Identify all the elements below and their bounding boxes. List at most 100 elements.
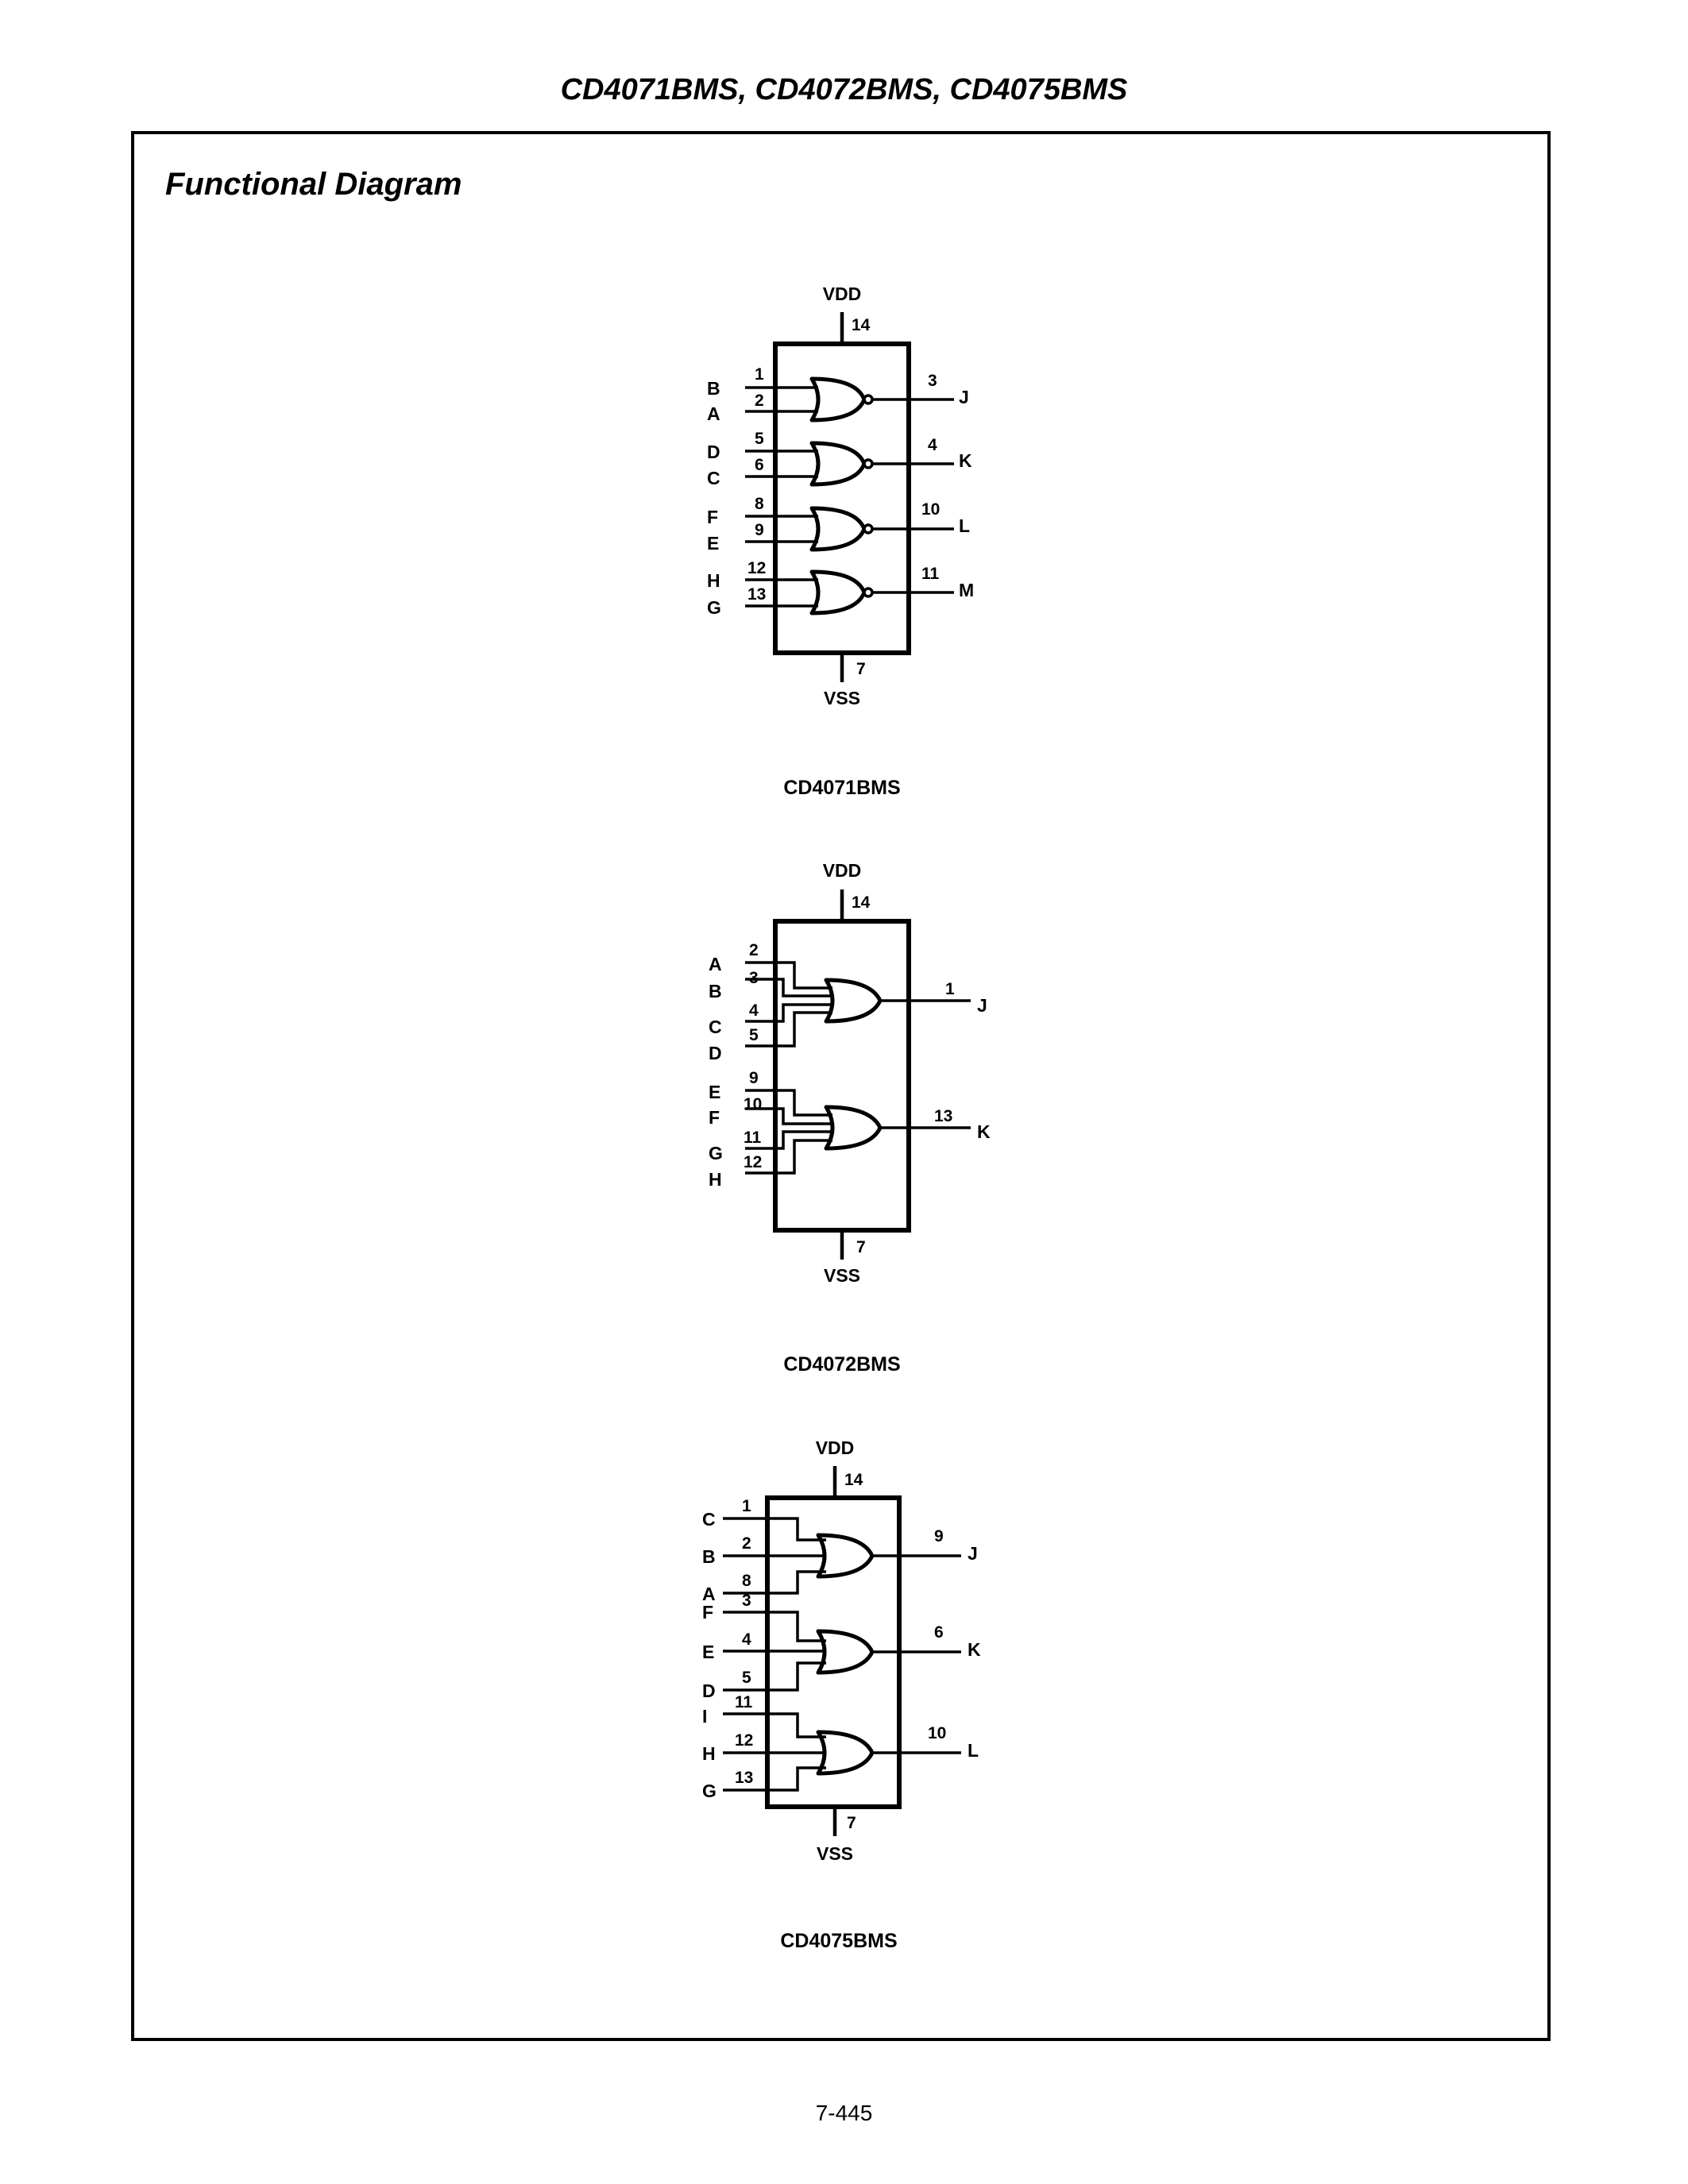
- vdd-pin-number: 14: [852, 316, 871, 334]
- output-signal-label: J: [959, 387, 969, 407]
- input-pin-number: 2: [742, 1534, 751, 1553]
- vdd-pin-number: 14: [844, 1471, 863, 1489]
- input-pin-number: 13: [747, 585, 766, 604]
- input-pin-number: 8: [755, 495, 764, 513]
- input-lead: [745, 1089, 832, 1117]
- output-pin-number: 3: [928, 372, 937, 390]
- input-lead: [723, 1517, 826, 1542]
- page-number: 7-445: [815, 2101, 873, 2125]
- output-signal-label: J: [968, 1543, 978, 1564]
- input-signal-label: E: [702, 1642, 714, 1662]
- input-pin-number: 5: [742, 1669, 751, 1687]
- input-pin-number: 2: [755, 392, 764, 410]
- nor-gate: F E 8 9 10 L: [707, 495, 970, 554]
- part-number-caption: CD4075BMS: [780, 1930, 897, 1952]
- input-signal-label: A: [702, 1584, 716, 1604]
- output-pin-number: 9: [934, 1527, 944, 1545]
- input-lead: [745, 1107, 832, 1125]
- input-signal-label: G: [707, 597, 721, 618]
- input-pin-number: 4: [742, 1630, 751, 1649]
- input-signal-label: B: [707, 378, 720, 399]
- input-pin-number: 12: [735, 1731, 753, 1750]
- input-pin-number: 6: [755, 456, 764, 474]
- input-signal-label: F: [707, 507, 718, 527]
- input-pin-number: 13: [735, 1769, 753, 1787]
- part-number-caption: CD4071BMS: [783, 777, 900, 799]
- nor-gate: H G 12 13 11 M: [707, 559, 974, 618]
- nor-gate: B A 1 2 3 J: [707, 365, 969, 424]
- input-signal-label: C: [707, 468, 720, 488]
- input-signal-label: F: [702, 1602, 713, 1623]
- output-pin-number: 11: [921, 565, 940, 583]
- nor-gate-symbol: [809, 441, 867, 487]
- or-gate: E F G H 9 10 11 12 13 K: [709, 1069, 991, 1190]
- or-gate: I H G 11 12 13 10 L: [702, 1693, 979, 1801]
- input-pin-number: 10: [744, 1095, 762, 1113]
- vdd-label: VDD: [823, 860, 862, 881]
- input-pin-number: 9: [749, 1069, 759, 1087]
- ic-package-body: [773, 341, 911, 655]
- input-signal-label: D: [702, 1680, 716, 1701]
- nor-gate: D C 5 6 4 K: [707, 430, 972, 488]
- vdd-label: VDD: [816, 1437, 855, 1458]
- input-signal-label: I: [702, 1706, 707, 1727]
- input-lead: [745, 1130, 832, 1150]
- output-pin-number: 4: [928, 436, 937, 454]
- output-pin-number: 10: [921, 500, 940, 519]
- nor-gate-symbol: [809, 376, 867, 423]
- input-lead: [745, 978, 832, 997]
- or-gate: C B A 1 2 8 9 J: [702, 1497, 978, 1604]
- output-pin-number: 10: [928, 1724, 946, 1742]
- input-signal-label: D: [707, 442, 720, 462]
- input-signal-label: E: [707, 533, 719, 554]
- ic-package-body: [773, 919, 911, 1233]
- vdd-label: VDD: [823, 284, 862, 304]
- output-signal-label: J: [977, 995, 987, 1016]
- input-pin-number: 3: [749, 969, 759, 987]
- or-gate-symbol: [816, 1533, 875, 1579]
- input-lead: [745, 1011, 832, 1048]
- inversion-bubble: [863, 458, 874, 469]
- input-pin-number: 2: [749, 941, 759, 959]
- input-signal-label: H: [707, 570, 720, 591]
- output-pin-number: 6: [934, 1623, 944, 1642]
- input-signal-label: A: [707, 403, 720, 424]
- ic-cd4071bms: VDD 14 B A 1 2 3 J D C 5 6: [707, 284, 974, 799]
- or-gate: F E D 3 4 5 6 K: [702, 1592, 981, 1701]
- input-lead: [745, 1139, 832, 1175]
- diagram-frame: [131, 131, 1551, 2041]
- input-lead: [723, 1712, 826, 1738]
- input-lead: [723, 1611, 826, 1642]
- output-signal-label: L: [959, 515, 970, 536]
- input-signal-label: B: [702, 1546, 716, 1567]
- input-pin-number: 9: [755, 521, 764, 539]
- input-pin-number: 5: [749, 1026, 759, 1044]
- inversion-bubble: [863, 587, 874, 598]
- input-signal-label: F: [709, 1107, 720, 1128]
- or-gate-symbol: [816, 1730, 875, 1776]
- input-signal-label: E: [709, 1082, 720, 1102]
- input-pin-number: 12: [744, 1153, 762, 1171]
- or-gate-symbol: [824, 978, 883, 1024]
- or-gate: A B C D 2 3 4 5 1 J: [709, 941, 987, 1063]
- input-signal-label: G: [709, 1143, 723, 1163]
- input-signal-label: C: [709, 1017, 722, 1037]
- input-signal-label: H: [709, 1169, 722, 1190]
- input-lead: [723, 1766, 826, 1792]
- inversion-bubble: [863, 394, 874, 405]
- input-pin-number: 1: [755, 365, 764, 384]
- output-signal-label: K: [959, 450, 972, 471]
- input-pin-number: 8: [742, 1572, 751, 1590]
- vss-label: VSS: [824, 1265, 860, 1286]
- or-gate-symbol: [816, 1629, 875, 1675]
- output-signal-label: L: [968, 1740, 979, 1761]
- vss-pin-number: 7: [856, 660, 866, 678]
- input-pin-number: 12: [747, 559, 766, 577]
- part-number-caption: CD4072BMS: [783, 1353, 900, 1376]
- vss-pin-number: 7: [847, 1814, 856, 1832]
- ic-cd4072bms: VDD 14 A B C D 2 3 4 5 1 J: [709, 860, 991, 1376]
- nor-gate-symbol: [809, 506, 867, 552]
- input-signal-label: D: [709, 1043, 722, 1063]
- input-signal-label: C: [702, 1509, 716, 1530]
